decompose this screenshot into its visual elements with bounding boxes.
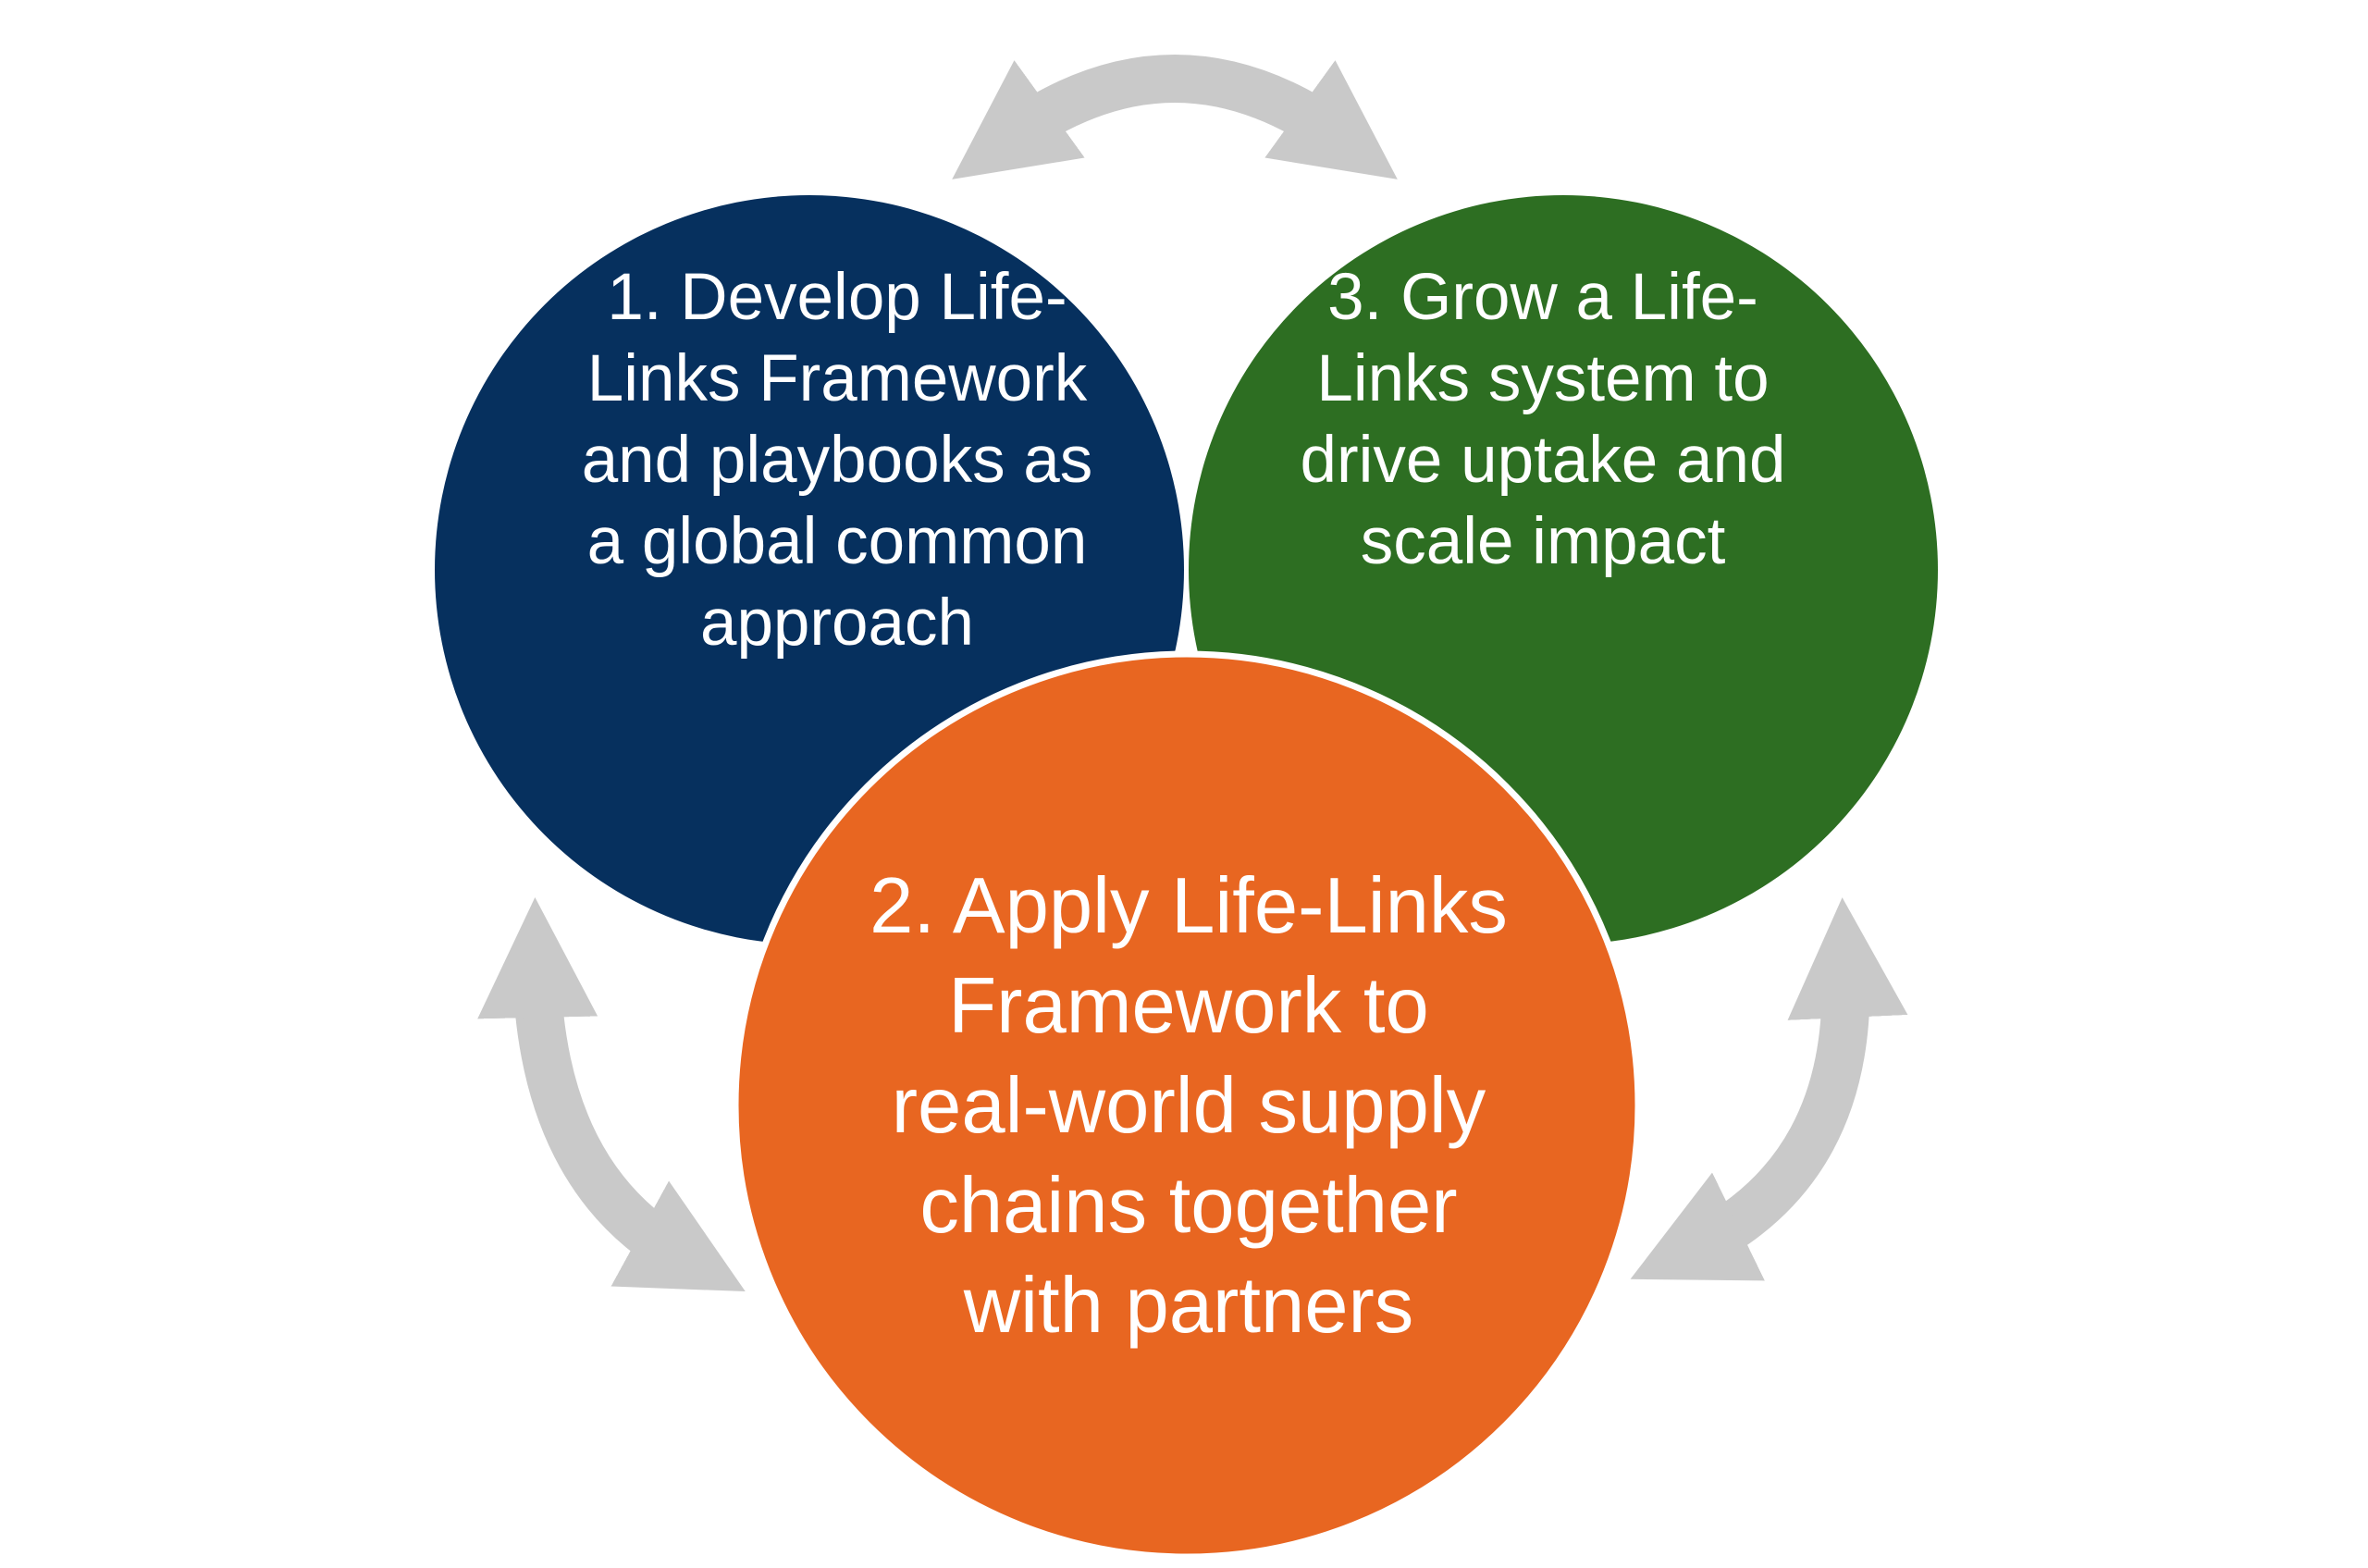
step1-line-2: Links Framework [587,342,1088,415]
step2-line-1: 2. Apply Life-Links [870,862,1508,950]
step2-line-3: real-world supply [892,1062,1486,1150]
step3-line-1: 3. Grow a Life- [1327,261,1758,334]
step3-line-3: drive uptake and [1301,424,1786,497]
step1-label: 1. Develop Life- Links Framework and pla… [582,261,1093,660]
step1-line-5: approach [700,586,974,660]
step2-line-4: chains together [919,1162,1457,1250]
top-bidirectional-arrow-icon [952,55,1398,179]
step2-label: 2. Apply Life-Links Framework to real-wo… [870,862,1508,1350]
step3-label: 3. Grow a Life- Links system to drive up… [1301,261,1786,578]
step3-line-4: scale impact [1361,505,1726,578]
step1-line-3: and playbooks as [582,424,1093,497]
left-bidirectional-arrow-icon [477,897,746,1292]
step1-line-1: 1. Develop Life- [607,261,1067,334]
right-bidirectional-arrow-icon [1630,897,1908,1281]
step2-line-5: with partners [963,1262,1414,1350]
step1-line-4: a global common [587,505,1088,578]
arrows-layer [477,55,1908,1292]
step3-line-2: Links system to [1316,342,1769,415]
circles-layer [435,195,1938,1561]
step2-line-2: Framework to [948,962,1429,1050]
step2-circle [732,650,1642,1561]
